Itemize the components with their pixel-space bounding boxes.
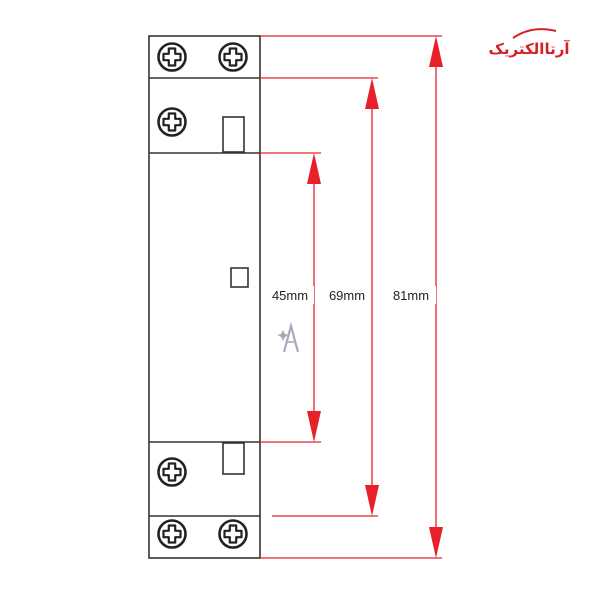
terminal-screw-icon — [157, 107, 187, 137]
arrow-down-icon — [365, 485, 379, 516]
arrow-up-icon — [429, 36, 443, 67]
dimension-label-69: 69mm — [329, 288, 365, 303]
watermark-icon — [277, 321, 300, 353]
arrow-up-icon — [307, 153, 321, 184]
arrow-down-icon — [429, 527, 443, 558]
logo-swoosh — [512, 28, 557, 39]
label-bg — [323, 286, 371, 304]
label-bg — [386, 286, 436, 304]
dimension-label-45: 45mm — [272, 288, 308, 303]
terminal-screw-icon — [157, 519, 187, 549]
body-outline — [148, 35, 261, 559]
status-window — [230, 267, 249, 288]
terminal-screw-icon — [218, 42, 248, 72]
dimension-label-81: 81mm — [393, 288, 429, 303]
brand-logo: آرتاالکتریک — [489, 28, 571, 58]
arrow-down-icon — [307, 411, 321, 442]
logo-text: آرتاالکتریک — [489, 40, 571, 58]
terminal-screw-icon — [218, 519, 248, 549]
arrow-up-icon — [365, 78, 379, 109]
bottom-indicator-slot — [222, 442, 245, 475]
top-indicator-slot — [222, 116, 245, 153]
label-bg — [266, 286, 314, 304]
terminal-screw-icon — [157, 457, 187, 487]
terminal-screw-icon — [157, 42, 187, 72]
contactor-body — [148, 35, 261, 559]
dimension-69mm — [260, 77, 379, 517]
